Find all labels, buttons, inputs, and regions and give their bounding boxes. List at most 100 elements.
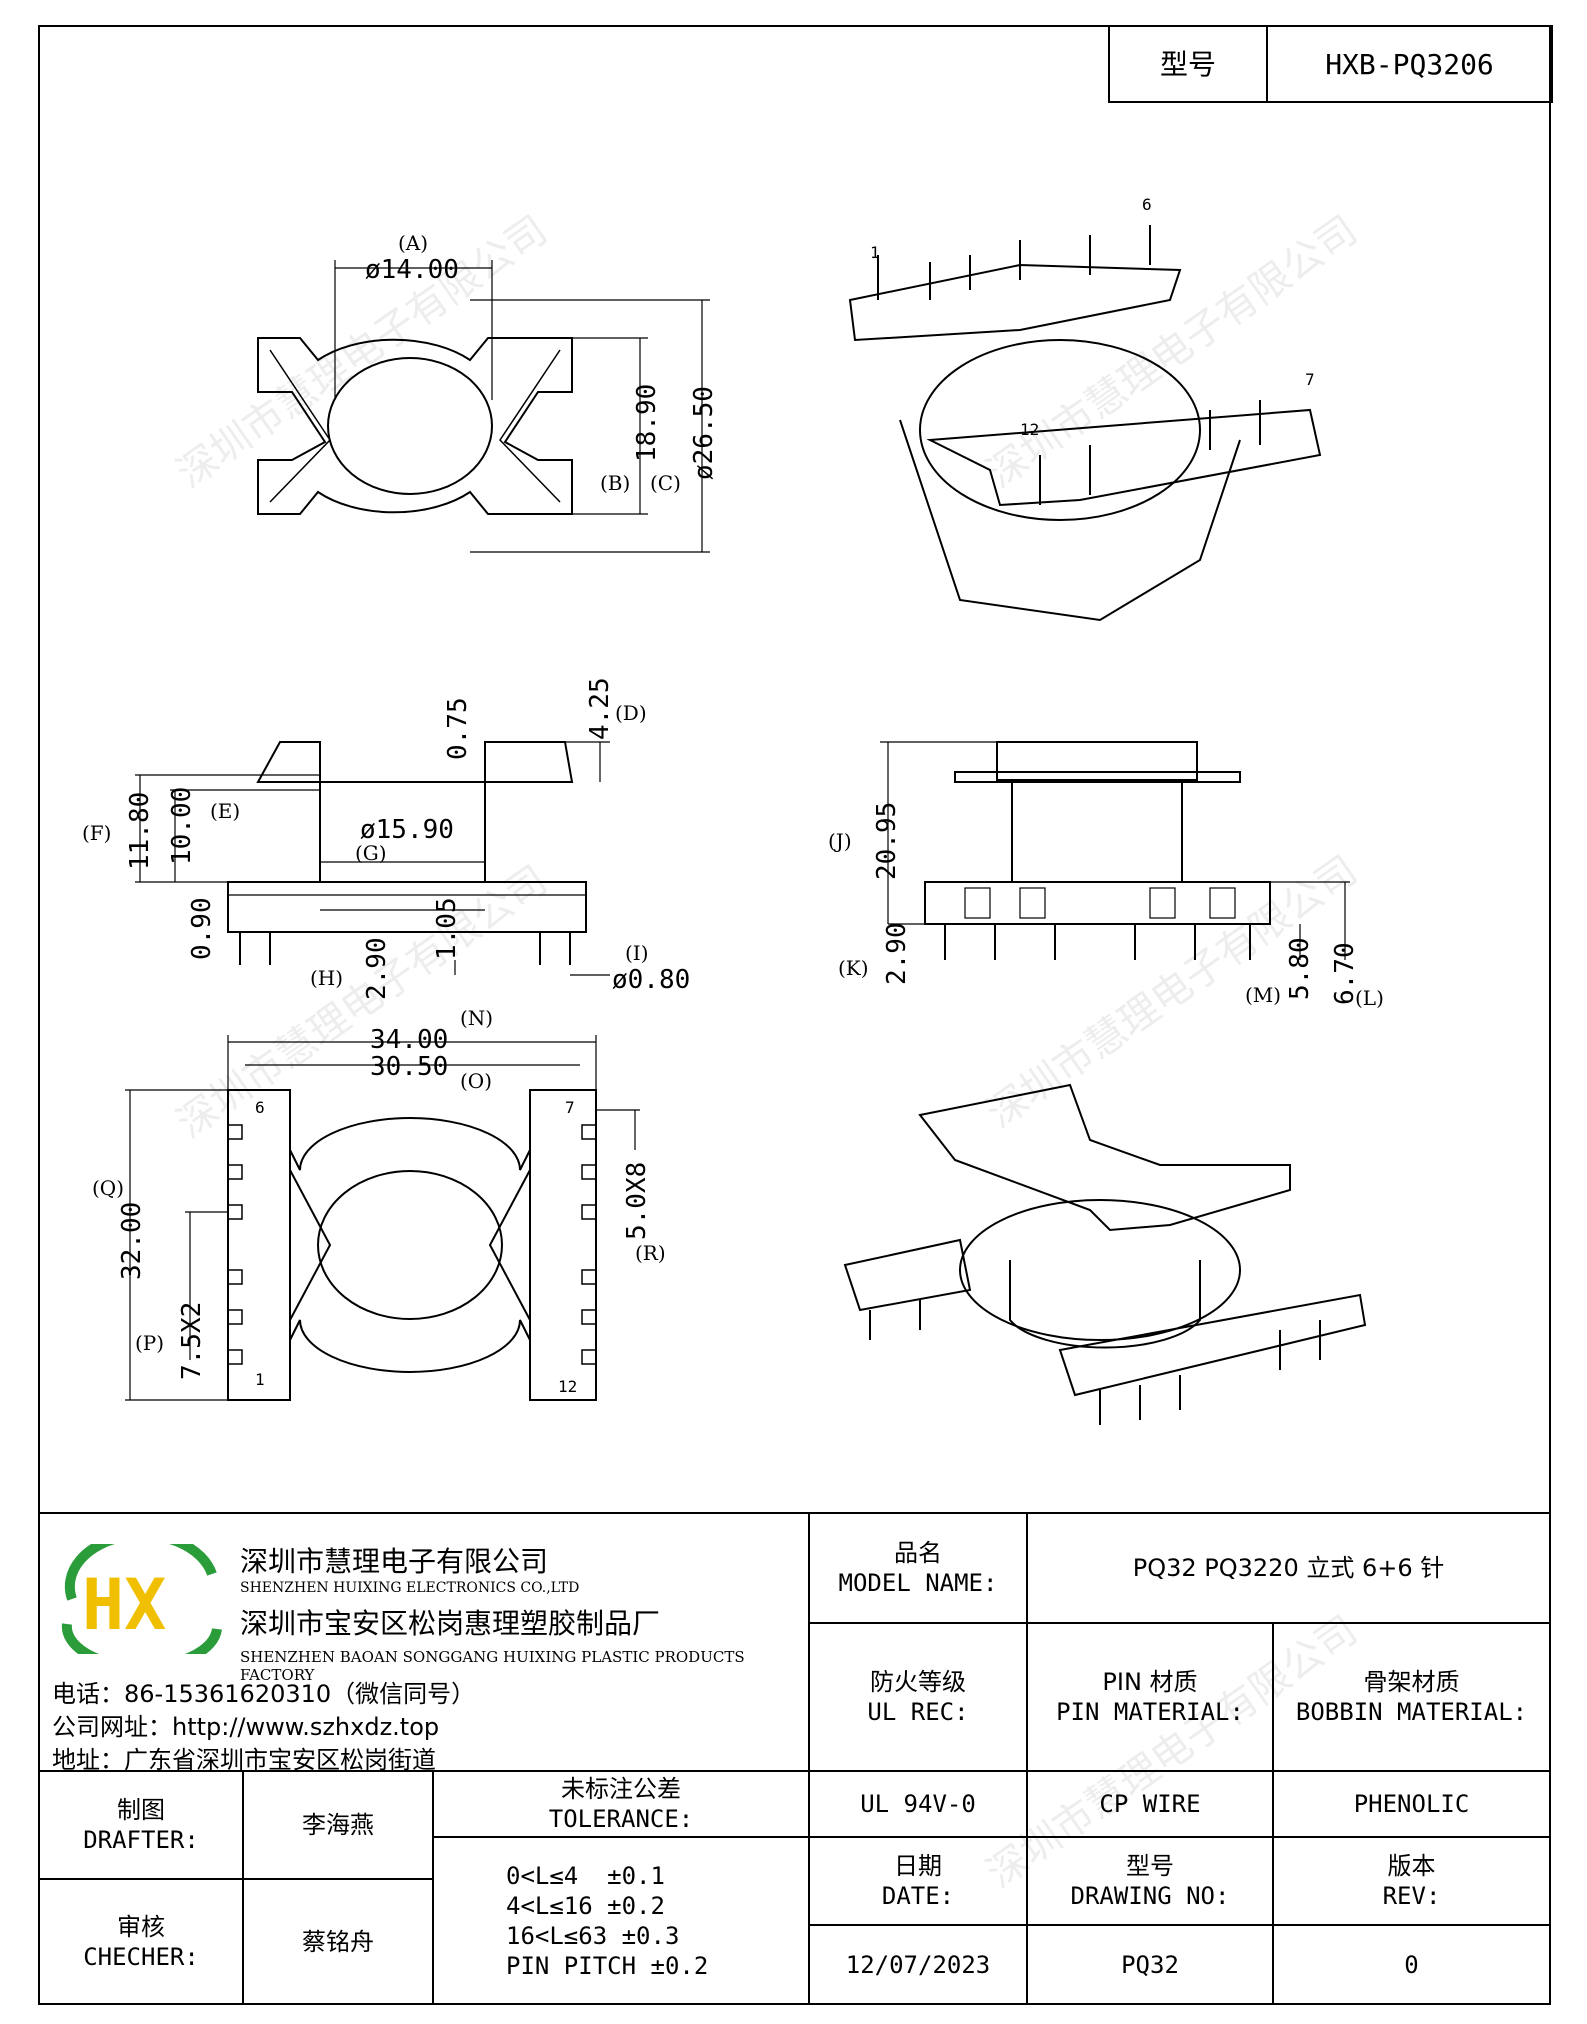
iso-view-top — [848, 225, 1322, 622]
dim-p-label: (P) — [135, 1331, 164, 1355]
rev-en: REV: — [1382, 1882, 1441, 1910]
tolerance-line: 16<L≤63 ±0.3 — [506, 1921, 680, 1950]
company-name-en: SHENZHEN HUIXING ELECTRONICS CO.,LTD — [240, 1580, 580, 1596]
bottom-pin-12: 12 — [558, 1377, 577, 1396]
bottom-pin-1: 1 — [255, 1370, 265, 1389]
dim-o-label: (O) — [460, 1069, 492, 1093]
factory-name-cn: 深圳市宝安区松岗惠理塑胶制品厂 — [240, 1607, 661, 1640]
model-name-en: MODEL NAME: — [838, 1569, 998, 1597]
dim-r-value: 5.0X8 — [622, 1162, 652, 1240]
dim-i-label: (I) — [625, 941, 649, 965]
tolerance-values: 0<L≤4 ±0.1 4<L≤16 ±0.2 16<L≤63 ±0.3 PIN … — [432, 1836, 810, 2005]
iso-pin-12: 12 — [1020, 420, 1039, 439]
dim-f-value: 11.80 — [125, 792, 155, 870]
model-name-cn: 品名 — [894, 1539, 942, 1567]
company-phone: 电话：86-15361620310（微信同号） — [52, 1680, 476, 1708]
pin-en: PIN MATERIAL: — [1056, 1698, 1244, 1726]
iso-pin-7: 7 — [1305, 370, 1315, 389]
dim-k-value: 2.90 — [882, 922, 912, 985]
dim-o-value: 30.50 — [370, 1052, 448, 1082]
iso-view-bottom — [843, 1083, 1367, 1425]
bottom-view — [125, 1035, 640, 1401]
model-name-value: PQ32 PQ3220 立式 6+6 针 — [1026, 1512, 1551, 1624]
dim-h-label: (H) — [310, 966, 343, 990]
company-name-cn: 深圳市慧理电子有限公司 — [240, 1545, 549, 1578]
dim-g-label: (G) — [355, 841, 387, 865]
checker-name: 蔡铭舟 — [242, 1878, 434, 2005]
side-view — [880, 741, 1350, 960]
dim-j-value: 20.95 — [872, 802, 902, 880]
iso-pin-6: 6 — [1142, 195, 1152, 214]
dim-f-label: (F) — [82, 821, 111, 845]
dim-n-label: (N) — [460, 1006, 493, 1030]
dim-d-value: 4.25 — [585, 677, 615, 740]
drafter-en: DRAFTER: — [83, 1826, 199, 1854]
rev-label: 版本 REV: — [1272, 1836, 1551, 1926]
dim-q-label: (Q) — [92, 1176, 124, 1200]
bottom-pin-6: 6 — [255, 1098, 265, 1117]
ul-rec-label: 防火等级 UL REC: — [808, 1622, 1028, 1772]
dim-e-label: (E) — [210, 799, 240, 823]
dim-i-value: ø0.80 — [612, 965, 690, 995]
tolerance-cn: 未标注公差 — [561, 1775, 681, 1803]
company-info: HX 深圳市慧理电子有限公司 SHENZHEN HUIXING ELECTRON… — [40, 1514, 808, 1774]
date-label: 日期 DATE: — [808, 1836, 1028, 1926]
pin-material-label: PIN 材质 PIN MATERIAL: — [1026, 1622, 1274, 1772]
tolerance-line: 4<L≤16 ±0.2 — [506, 1891, 665, 1920]
drawing-no-value: PQ32 — [1026, 1924, 1274, 2005]
front-view — [135, 741, 610, 976]
drawing-en: DRAWING NO: — [1070, 1882, 1230, 1910]
iso-pin-1: 1 — [870, 243, 880, 262]
dim-r-label: (R) — [635, 1241, 666, 1265]
rev-value: 0 — [1272, 1924, 1551, 2005]
dim-m-value: 5.80 — [1285, 937, 1315, 1000]
bobbin-material-value: PHENOLIC — [1272, 1770, 1551, 1838]
dim-mid-value: 1.05 — [432, 897, 462, 960]
dim-l-label: (L) — [1355, 986, 1384, 1010]
bobbin-material-label: 骨架材质 BOBBIN MATERIAL: — [1272, 1622, 1551, 1772]
pin-cn: PIN 材质 — [1102, 1668, 1198, 1696]
top-view — [257, 260, 710, 553]
dim-g-value: ø15.90 — [360, 815, 454, 845]
date-value: 12/07/2023 — [808, 1924, 1028, 2005]
company-address: 地址：广东省深圳市宝安区松岗街道 — [52, 1746, 436, 1774]
checker-en: CHECHER: — [83, 1942, 199, 1971]
bobbin-cn: 骨架材质 — [1363, 1668, 1460, 1696]
model-name-label: 品名 MODEL NAME: — [808, 1512, 1028, 1624]
tolerance-label: 未标注公差 TOLERANCE: — [432, 1770, 810, 1838]
factory-name-en: SHENZHEN BAOAN SONGGANG HUIXING PLASTIC … — [240, 1648, 745, 1684]
dim-q-value: 32.00 — [117, 1202, 147, 1280]
checker-cn: 审核 — [117, 1912, 165, 1941]
dim-d-label: (D) — [615, 701, 647, 725]
bottom-pin-7: 7 — [565, 1098, 575, 1117]
tolerance-line: 0<L≤4 ±0.1 — [506, 1861, 665, 1890]
dim-b-value: 18.90 — [632, 384, 662, 462]
dim-a-value: ø14.00 — [365, 255, 459, 285]
tolerance-line: PIN PITCH ±0.2 — [506, 1951, 709, 1980]
model-value-cell: HXB-PQ3206 — [1266, 25, 1553, 103]
ul-en: UL REC: — [867, 1698, 969, 1726]
dim-c-label: (C) — [650, 471, 681, 495]
logo-text: HX — [82, 1564, 166, 1646]
technical-drawing: (A) ø14.00 (B) (C) 18.90 ø26.50 (D) 4.25… — [82, 195, 1384, 1425]
dim-m-label: (M) — [1245, 983, 1281, 1007]
dim-j-label: (J) — [828, 829, 852, 853]
dim-e-value: 10.00 — [167, 787, 197, 865]
drafter-cn: 制图 — [117, 1796, 165, 1824]
dim-p-value: 7.5X2 — [177, 1302, 207, 1380]
drafter-name: 李海燕 — [242, 1770, 434, 1880]
dim-a-label: (A) — [398, 231, 428, 255]
pin-material-value: CP WIRE — [1026, 1770, 1274, 1838]
tolerance-en: TOLERANCE: — [548, 1805, 694, 1833]
dim-n-value: 34.00 — [370, 1025, 448, 1055]
company-website: 公司网址：http://www.szhxdz.top — [52, 1713, 440, 1741]
date-en: DATE: — [881, 1882, 955, 1910]
checker-label: 审核 CHECHER: — [38, 1878, 244, 2005]
dim-top-gap: 0.75 — [443, 697, 473, 760]
dim-bottom-left: 0.90 — [187, 897, 217, 960]
ul-cn: 防火等级 — [870, 1668, 966, 1696]
dim-l-value: 6.70 — [1330, 942, 1360, 1005]
drawing-no-label: 型号 DRAWING NO: — [1026, 1836, 1274, 1926]
ul-value: UL 94V-0 — [808, 1770, 1028, 1838]
bobbin-en: BOBBIN MATERIAL: — [1295, 1698, 1528, 1726]
